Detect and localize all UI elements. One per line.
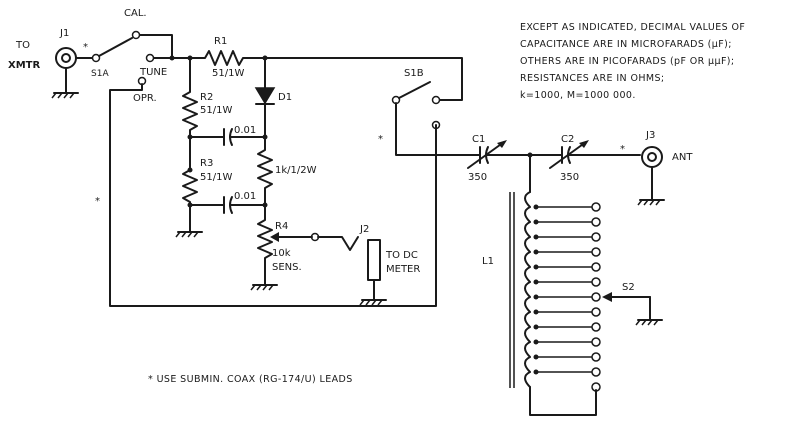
r2-value: 51/1W xyxy=(200,105,232,116)
s2-tap-switch xyxy=(602,292,663,326)
r3-resistor xyxy=(175,169,203,238)
s1a-label: S1A xyxy=(91,69,109,79)
cap-upper-value: 0.01 xyxy=(234,125,256,136)
notes-block: EXCEPT AS INDICATED, DECIMAL VALUES OF C… xyxy=(520,22,745,101)
opr-label: OPR. xyxy=(133,93,157,104)
c2-value: 350 xyxy=(560,172,579,183)
r4-value: 10k xyxy=(272,248,291,259)
capacitor-lower xyxy=(189,196,266,214)
note-line-4: RESISTANCES ARE IN OHMS; xyxy=(520,73,665,84)
r3-value: 51/1W xyxy=(200,172,232,183)
footnote: * USE SUBMIN. COAX (RG-174/U) LEADS xyxy=(148,374,353,385)
l1-label: L1 xyxy=(482,256,494,267)
junction-dot xyxy=(187,167,193,173)
r4-label: R4 xyxy=(275,221,288,232)
c2-variable-capacitor xyxy=(549,140,641,169)
j1-connector xyxy=(51,47,93,99)
r3-label: R3 xyxy=(200,158,213,169)
l1-taps xyxy=(533,202,601,392)
c1-label: C1 xyxy=(472,134,485,145)
resistor-1k xyxy=(257,136,273,206)
resistor-1k-value: 1k/1/2W xyxy=(275,165,317,176)
tune-label: TUNE xyxy=(139,67,167,78)
junction-dot xyxy=(169,55,175,61)
r1-label: R1 xyxy=(214,36,227,47)
l1-coil xyxy=(509,154,597,416)
s1b-switch xyxy=(391,81,471,156)
cal-label: CAL. xyxy=(124,8,147,19)
top-bus-wire xyxy=(264,57,463,101)
j2-label: J2 xyxy=(359,224,369,235)
to-xmtr-label-1: TO xyxy=(15,40,30,51)
d1-label: D1 xyxy=(278,92,292,103)
note-line-1: EXCEPT AS INDICATED, DECIMAL VALUES OF xyxy=(520,22,745,33)
to-xmtr-label-2: XMTR xyxy=(8,60,40,71)
to-dc-label: TO DC xyxy=(385,250,418,261)
j3-connector xyxy=(637,146,665,206)
note-line-5: k=1000, M=1000 000. xyxy=(520,90,636,101)
capacitor-upper xyxy=(189,128,266,146)
note-line-3: OTHERS ARE IN PICOFARADS (pF OR µµF); xyxy=(520,56,735,67)
c2-label: C2 xyxy=(561,134,574,145)
asterisk-opr-lead: * xyxy=(95,196,100,207)
sens-label: SENS. xyxy=(272,262,302,273)
c1-value: 350 xyxy=(468,172,487,183)
j1-label: J1 xyxy=(59,28,69,39)
d1-diode xyxy=(254,57,276,138)
s1b-label: S1B xyxy=(404,68,424,79)
asterisk-s1b: * xyxy=(378,134,383,145)
c1-variable-capacitor xyxy=(467,140,563,169)
meter-label: METER xyxy=(386,264,420,275)
asterisk-j3: * xyxy=(620,144,625,155)
s1a-switch xyxy=(91,30,437,307)
note-line-2: CAPACITANCE ARE IN MICROFARADS (µF); xyxy=(520,39,732,50)
j2-jack xyxy=(317,236,387,306)
j3-label: J3 xyxy=(645,130,655,141)
r1-resistor xyxy=(189,50,266,66)
r2-resistor xyxy=(182,57,198,171)
r2-label: R2 xyxy=(200,92,213,103)
asterisk-j1: * xyxy=(83,42,88,53)
ant-label: ANT xyxy=(672,152,693,163)
r1-value: 51/1W xyxy=(212,68,244,79)
cap-lower-value: 0.01 xyxy=(234,191,256,202)
s2-label: S2 xyxy=(622,282,635,293)
